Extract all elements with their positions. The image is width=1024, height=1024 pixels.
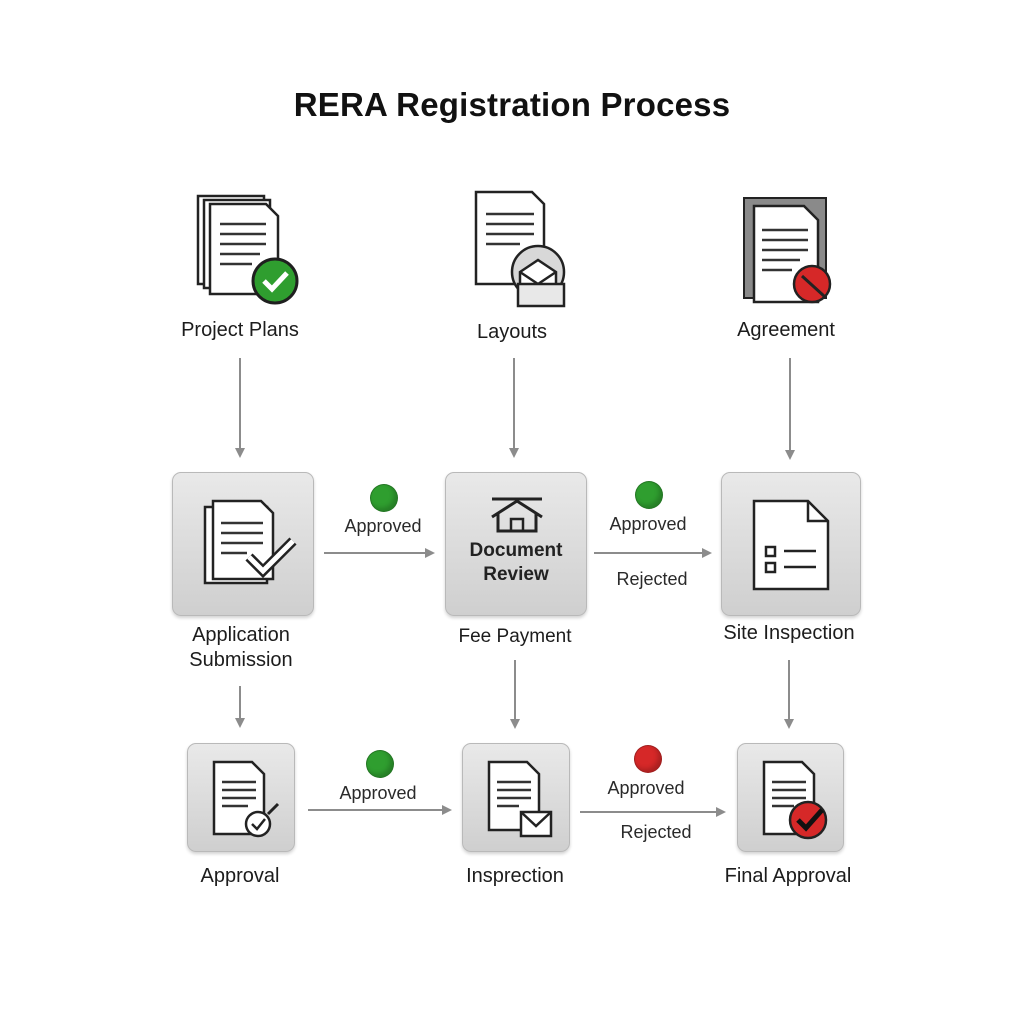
final-approval-box (737, 743, 844, 852)
inspection-box (462, 743, 570, 852)
application-submission-box (172, 472, 314, 616)
site-inspection-box (721, 472, 861, 616)
mid-label-application-submission: Application Submission (189, 624, 293, 671)
mid-label-fee-payment: Fee Payment (458, 626, 572, 647)
top-label-agreement: Agreement (737, 319, 835, 341)
layouts-icon (474, 190, 566, 308)
diagram-title: RERA Registration Process (293, 86, 731, 123)
project-plans-icon (196, 194, 299, 305)
top-label-layouts: Layouts (476, 321, 548, 343)
edge-label-approved: Approved (339, 783, 417, 803)
top-label-project-plans: Project Plans (181, 319, 299, 341)
house-icon (491, 497, 543, 533)
status-dot-green (635, 481, 663, 509)
edge-label-approved: Approved (344, 516, 422, 536)
document-check-icon (203, 499, 297, 585)
status-dot-green (366, 750, 394, 778)
document-mail-icon (487, 760, 553, 838)
bottom-label-approval: Approval (200, 865, 280, 887)
approval-box (187, 743, 295, 852)
document-seal-icon (212, 760, 280, 838)
bottom-label-final-approval: Final Approval (724, 865, 852, 887)
status-dot-red (634, 745, 662, 773)
edge-label-rejected: Rejected (616, 569, 688, 589)
document-review-box: Document Review (445, 472, 587, 616)
agreement-icon (743, 197, 832, 304)
document-red-check-icon (762, 760, 828, 840)
status-dot-green (370, 484, 398, 512)
mid-label-site-inspection: Site Inspection (723, 622, 855, 644)
edge-label-approved: Approved (607, 778, 685, 798)
edge-label-approved: Approved (609, 514, 687, 534)
checklist-icon (752, 499, 830, 591)
bottom-label-inspection: Insprection (466, 865, 564, 887)
edge-label-rejected: Rejected (620, 822, 692, 842)
document-review-text: Document Review (469, 540, 563, 585)
